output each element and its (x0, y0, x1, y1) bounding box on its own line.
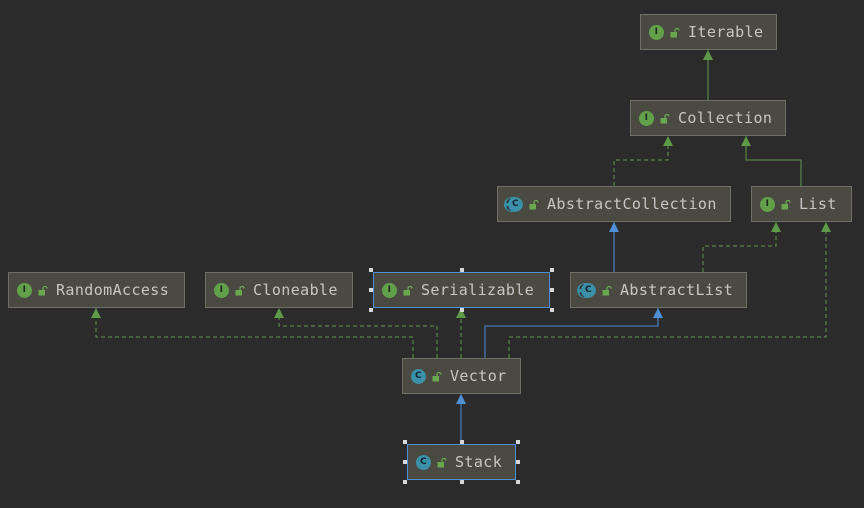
abstract-class-icon: C (506, 196, 523, 212)
node-label: Stack (455, 453, 503, 471)
node-iterable[interactable]: I Iterable (640, 14, 777, 50)
interface-icon: I (760, 196, 775, 212)
selection-handle[interactable] (516, 480, 520, 484)
interface-icon: I (214, 282, 229, 298)
edge-vector-to-random_access (95, 308, 414, 358)
node-vector[interactable]: C Vector (402, 358, 521, 394)
edge-abstract_collection-to-collection (613, 136, 669, 186)
node-random-access[interactable]: I RandomAccess (8, 272, 185, 308)
node-label: Serializable (421, 281, 535, 299)
selection-handle[interactable] (516, 440, 520, 444)
node-stack[interactable]: C Stack (407, 444, 516, 480)
arrowhead (771, 222, 781, 232)
interface-icon: I (649, 24, 664, 40)
arrowhead (663, 136, 673, 146)
selection-handle[interactable] (403, 480, 407, 484)
node-abstract-collection[interactable]: C AbstractCollection (497, 186, 731, 222)
public-lock-icon (670, 28, 680, 38)
node-serializable[interactable]: I Serializable (373, 272, 550, 308)
node-collection[interactable]: I Collection (630, 100, 786, 136)
arrowhead (821, 222, 831, 232)
node-label: Vector (450, 367, 507, 385)
selection-handle[interactable] (459, 440, 464, 444)
interface-icon: I (382, 282, 397, 298)
edge-vector-to-list (508, 222, 827, 358)
selection-handle[interactable] (459, 308, 464, 312)
public-lock-icon (529, 200, 539, 210)
arrowhead (703, 50, 713, 60)
selection-handle[interactable] (459, 480, 464, 484)
arrowhead (741, 136, 751, 146)
public-lock-icon (660, 114, 670, 124)
public-lock-icon (602, 286, 612, 296)
arrowhead (274, 308, 284, 318)
node-label: List (799, 195, 837, 213)
node-label: Cloneable (253, 281, 338, 299)
node-label: AbstractCollection (547, 195, 717, 213)
public-lock-icon (38, 286, 48, 296)
class-icon: C (411, 368, 426, 384)
public-lock-icon (432, 372, 442, 382)
arrowhead (653, 308, 663, 318)
interface-icon: I (17, 282, 32, 298)
public-lock-icon (437, 458, 447, 468)
node-label: RandomAccess (56, 281, 170, 299)
arrowhead (456, 394, 466, 404)
node-label: Collection (678, 109, 773, 127)
selection-handle[interactable] (550, 308, 554, 312)
abstract-class-icon: C (579, 282, 596, 298)
node-abstract-list[interactable]: C AbstractList (570, 272, 747, 308)
public-lock-icon (403, 286, 413, 296)
node-list[interactable]: I List (751, 186, 852, 222)
arrowhead (456, 308, 466, 318)
selection-handle[interactable] (403, 460, 407, 464)
class-icon: C (416, 454, 431, 470)
node-label: Iterable (688, 23, 764, 41)
arrowhead (91, 308, 101, 318)
selection-handle[interactable] (369, 308, 373, 312)
node-label: AbstractList (620, 281, 734, 299)
arrowhead (609, 222, 619, 232)
edge-vector-to-abstract_list (484, 308, 659, 358)
edge-abstract_list-to-list (702, 222, 777, 272)
selection-handle[interactable] (369, 288, 373, 292)
selection-handle[interactable] (550, 288, 554, 292)
public-lock-icon (235, 286, 245, 296)
interface-icon: I (639, 110, 654, 126)
selection-handle[interactable] (369, 268, 373, 272)
selection-handle[interactable] (516, 460, 520, 464)
public-lock-icon (781, 200, 791, 210)
selection-handle[interactable] (550, 268, 554, 272)
node-cloneable[interactable]: I Cloneable (205, 272, 353, 308)
edge-list-to-collection (745, 136, 802, 186)
selection-handle[interactable] (403, 440, 407, 444)
selection-handle[interactable] (459, 268, 464, 272)
